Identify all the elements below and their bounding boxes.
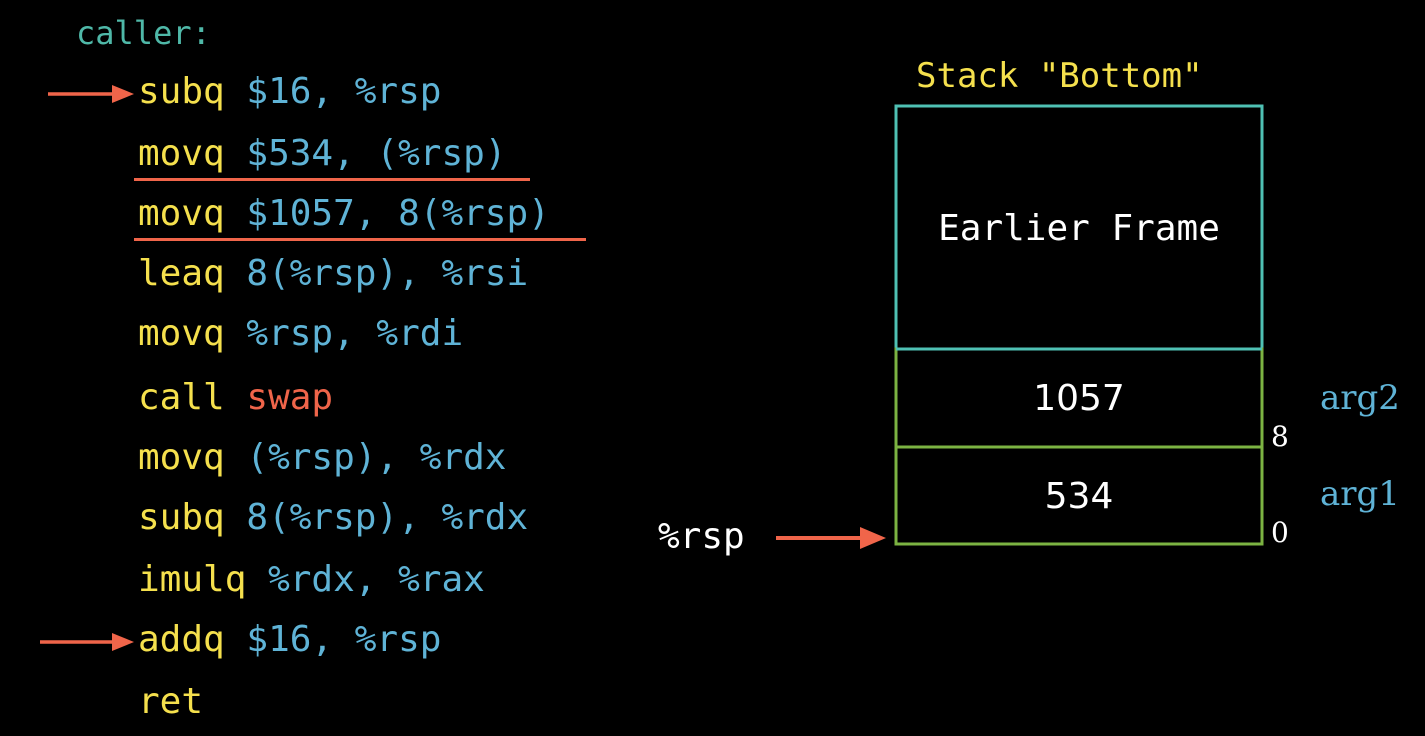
offset-8: 8 [1271,420,1289,453]
slot-value-1057: 1057 [1033,378,1125,419]
code-line-8: subq 8(%rsp), %rdx [138,500,528,536]
operands: 8(%rsp), %rdx [246,497,529,538]
code-line-4: leaq 8(%rsp), %rsi [138,256,528,292]
current-instruction-arrow-icon [48,85,134,103]
stack-title: Stack "Bottom" [916,56,1203,96]
opcode: call [138,377,225,418]
operands: %rdx, %rax [268,559,485,600]
highlight-underline-2 [134,238,586,241]
opcode: imulq [138,559,247,600]
arg1-label: arg1 [1320,474,1400,514]
opcode: subq [138,71,225,112]
code-line-7: movq (%rsp), %rdx [138,440,506,476]
highlight-underline-1 [134,178,530,181]
code-line-10: addq $16, %rsp [138,622,441,658]
code-line-11: ret [138,684,203,720]
rsp-arrow-head [860,527,886,549]
code-line-9: imulq %rdx, %rax [138,562,485,598]
code-line-5: movq %rsp, %rdi [138,316,463,352]
code-line-2: movq $534, (%rsp) [138,136,506,172]
stack-slot-arg1 [894,445,1264,546]
stack-release-arrow-icon [40,633,134,651]
operands: $1057, 8(%rsp) [246,193,550,234]
opcode: addq [138,619,225,660]
operands: $16, %rsp [246,71,442,112]
opcode: ret [138,681,204,722]
operands: (%rsp), %rdx [246,437,507,478]
opcode: movq [138,313,225,354]
operands: $534, (%rsp) [246,133,507,174]
operands: $16, %rsp [246,619,442,660]
opcode: leaq [138,253,225,294]
offset-0: 0 [1271,516,1289,549]
opcode: movq [138,193,225,234]
code-line-3: movq $1057, 8(%rsp) [138,196,550,232]
function-name: swap [246,377,334,418]
arg2-label: arg2 [1320,378,1400,418]
code-line-1: subq $16, %rsp [138,74,441,110]
opcode: movq [138,437,225,478]
slot-value-534: 534 [1044,476,1114,517]
earlier-frame-label: Earlier Frame [938,208,1220,249]
opcode: movq [138,133,225,174]
rsp-pointer-label: %rsp [658,516,745,557]
opcode: subq [138,497,225,538]
caller-label: caller: [76,14,211,52]
operands: %rsp, %rdi [246,313,464,354]
code-line-6: call swap [138,380,333,416]
operands: 8(%rsp), %rsi [246,253,529,294]
